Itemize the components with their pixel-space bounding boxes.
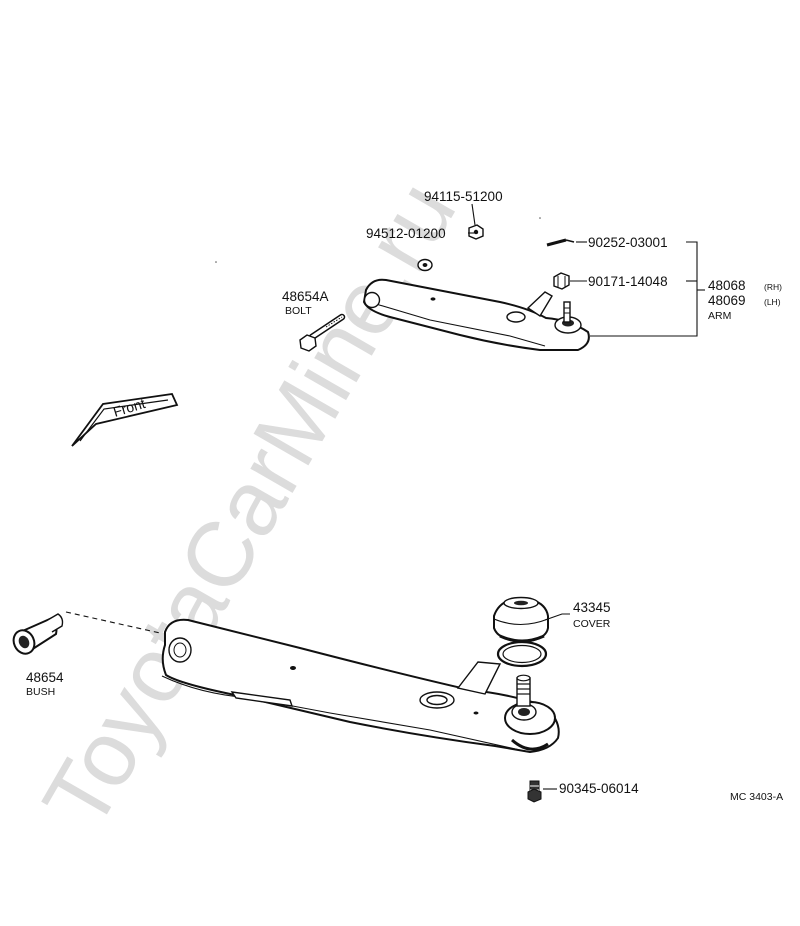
cover-43345 [493, 596, 549, 643]
part-94512-01200-label: 94512-01200 [366, 226, 446, 241]
lh-side-label: (LH) [764, 297, 781, 307]
washer-94512 [417, 258, 433, 272]
lower-arm-assembly: 48654 BUSH [12, 596, 639, 803]
front-direction-arrow: Front [71, 393, 179, 447]
diagram-code: MC 3403-A [730, 791, 783, 803]
lower-control-arm [161, 618, 560, 753]
part-48654A-label: 48654A [282, 289, 329, 304]
watermark-text: ToyotaCarMine.ru [24, 165, 475, 845]
nut-94115 [468, 224, 484, 240]
cover-name-label: COVER [573, 618, 611, 630]
part-48068-label: 48068 [708, 278, 746, 293]
part-90252-03001-label: 90252-03001 [588, 235, 668, 250]
bolt-90345 [527, 780, 542, 803]
part-90345-06014-label: 90345-06014 [559, 781, 639, 796]
bush-name-label: BUSH [26, 686, 55, 698]
part-48069-label: 48069 [708, 293, 746, 308]
upper-arm-assembly: 94115-51200 94512-01200 90252-03001 9017… [282, 189, 782, 352]
snap-ring [496, 640, 548, 668]
part-94115-51200-label: 94115-51200 [424, 189, 503, 204]
cotter-pin-90252 [546, 238, 575, 247]
part-90171-14048-label: 90171-14048 [588, 274, 668, 289]
bolt-48654A [299, 313, 346, 352]
upper-control-arm [363, 278, 590, 351]
bolt-name-label: BOLT [285, 305, 312, 317]
castle-nut-90171 [553, 272, 570, 290]
rh-side-label: (RH) [764, 282, 782, 292]
bush-48654 [12, 613, 64, 655]
part-48654-label: 48654 [26, 670, 64, 685]
arm-name-label: ARM [708, 310, 731, 322]
part-43345-label: 43345 [573, 600, 611, 615]
